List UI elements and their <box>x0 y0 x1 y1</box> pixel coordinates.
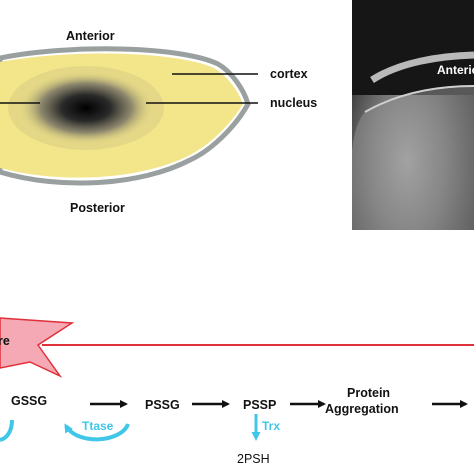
pathway-diagram: re GSSG PSSG PSSP Protein Aggregation Tt… <box>0 317 474 466</box>
product-2psh: 2PSH <box>237 452 270 466</box>
photo-anterior-band <box>370 51 474 83</box>
photo-label-anterior: Anterior <box>437 63 474 77</box>
star-label: re <box>0 334 10 348</box>
star-shape <box>0 317 75 378</box>
lens-photo: Anterior <box>352 0 474 230</box>
label-cortex: cortex <box>270 67 308 81</box>
node-aggregation: Aggregation <box>325 402 399 416</box>
cyan-arc-left <box>0 419 14 442</box>
cyan-arc-ttase <box>64 423 130 442</box>
photo-top-dark <box>352 0 474 95</box>
node-gssg: GSSG <box>11 394 47 408</box>
enzyme-ttase: Ttase <box>82 419 114 433</box>
node-pssg: PSSG <box>145 398 180 412</box>
label-posterior: Posterior <box>70 201 125 215</box>
lens-nucleus <box>16 70 156 146</box>
enzyme-trx: Trx <box>262 419 280 433</box>
lens-diagram: Anterior Posterior cortex nucleus <box>0 29 317 215</box>
label-nucleus: nucleus <box>270 96 317 110</box>
photo-lens-edge <box>364 85 474 113</box>
label-anterior: Anterior <box>66 29 115 43</box>
photo-lens-body <box>352 86 474 230</box>
node-pssp: PSSP <box>243 398 276 412</box>
node-protein: Protein <box>347 386 390 400</box>
